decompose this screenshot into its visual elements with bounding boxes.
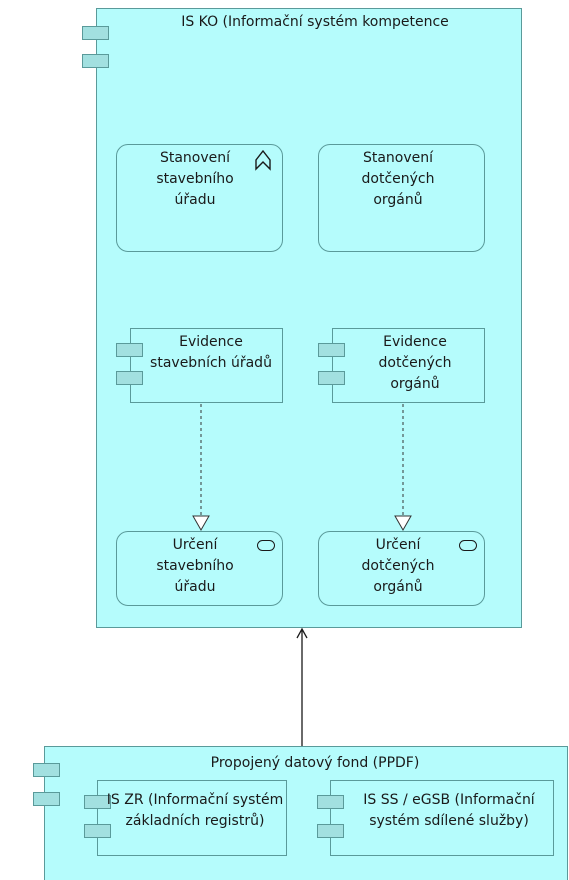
ppdf-title: Propojený datový fond (PPDF) [210,755,420,771]
is-ko-title: IS KO (Informační systém kompetence [181,14,449,30]
component-is-ss-egsb[interactable] [330,780,554,856]
component-label: IS ZR (Informační systém základních regi… [106,792,284,829]
service-urceni-dotcenych-organu[interactable] [318,531,485,606]
function-stanoveni-dotcenych-organu[interactable] [318,144,485,252]
function-icon [255,149,271,171]
component-evidence-stavebnich-uradu[interactable] [130,328,283,403]
component-lug-bottom [318,371,345,385]
component-label: IS SS / eGSB (Informační systém sdílené … [363,792,535,829]
realization-arrowhead [192,515,210,532]
component-lug-bottom [116,371,143,385]
function-label: Stanovení stavebního úřadu [156,150,234,208]
component-lug-bottom [82,54,109,68]
component-lug-top [33,763,60,777]
component-evidence-dotcenych-organu[interactable] [332,328,485,403]
component-lug-top [84,795,111,809]
component-is-zr[interactable] [97,780,287,856]
service-icon [459,540,477,551]
function-label: Stanovení dotčených orgánů [361,150,435,208]
realization-arrowhead [394,515,412,532]
service-label: Určení stavebního úřadu [156,537,234,595]
component-lug-bottom [84,824,111,838]
service-urceni-stavebniho-uradu[interactable] [116,531,283,606]
component-lug-top [116,343,143,357]
component-lug-top [317,795,344,809]
component-lug-top [82,26,109,40]
component-label: Evidence dotčených orgánů [378,334,452,392]
is-ko-component[interactable] [96,8,522,628]
service-label: Určení dotčených orgánů [361,537,435,595]
component-lug-bottom [33,792,60,806]
component-lug-top [318,343,345,357]
component-lug-bottom [317,824,344,838]
service-icon [257,540,275,551]
serving-arrowhead [296,627,308,639]
component-label: Evidence stavebních úřadů [150,334,272,371]
function-stanoveni-stavebniho-uradu[interactable] [116,144,283,252]
